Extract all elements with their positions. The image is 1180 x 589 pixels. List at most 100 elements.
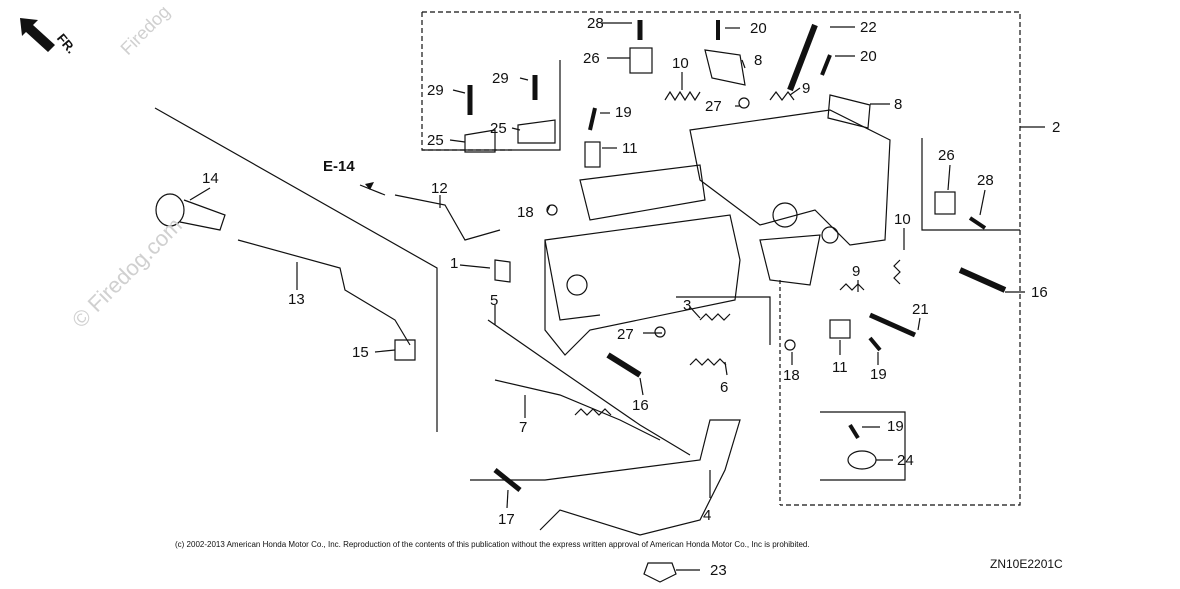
callout-18[interactable]: 18	[517, 204, 534, 221]
frame-3	[676, 296, 771, 345]
bracket-hole-1	[772, 202, 798, 228]
callout-29-right[interactable]: 29	[492, 70, 509, 87]
rod-12	[394, 194, 501, 241]
leader-17	[506, 489, 509, 509]
callout-27-lower[interactable]: 27	[617, 326, 634, 343]
callout-28[interactable]: 28	[587, 15, 604, 32]
leader-15	[374, 349, 396, 353]
callout-4[interactable]: 4	[703, 507, 712, 524]
spring-10-top	[664, 90, 701, 102]
screw-19-lower	[868, 336, 882, 352]
bolt-16	[606, 352, 642, 378]
callout-15[interactable]: 15	[352, 344, 369, 361]
screw-20-right	[820, 54, 832, 76]
lever-4	[470, 419, 741, 536]
callout-23[interactable]: 23	[710, 562, 727, 579]
diagram-code: ZN10E2201C	[990, 557, 1063, 571]
callout-9-top[interactable]: 9	[802, 80, 811, 97]
callout-10-top[interactable]: 10	[672, 55, 689, 72]
clip-8-right	[827, 94, 871, 129]
knob-shaft	[179, 199, 226, 231]
screw-19-box	[848, 423, 860, 440]
spring-6	[689, 358, 727, 366]
callout-18-lower[interactable]: 18	[783, 367, 800, 384]
washer-18-lower	[784, 339, 796, 351]
leader-3	[689, 306, 701, 319]
callout-13[interactable]: 13	[288, 291, 305, 308]
callout-21[interactable]: 21	[912, 301, 929, 318]
callout-26[interactable]: 26	[583, 50, 600, 67]
callout-16-right[interactable]: 16	[1031, 284, 1048, 301]
panel-hole	[566, 274, 588, 296]
spring-10	[893, 259, 901, 285]
leader-29-right	[519, 77, 529, 81]
callout-14[interactable]: 14	[202, 170, 219, 187]
callout-27[interactable]: 27	[705, 98, 722, 115]
nut-23	[643, 562, 677, 583]
callout-19[interactable]: 19	[615, 104, 632, 121]
leader-25-left	[449, 139, 466, 143]
callout-9-right[interactable]: 9	[852, 263, 861, 280]
leader-16	[639, 377, 644, 396]
collar-26	[629, 47, 653, 74]
callout-22[interactable]: 22	[860, 19, 877, 36]
copyright-notice: (c) 2002-2013 American Honda Motor Co., …	[175, 540, 810, 549]
callout-20[interactable]: 20	[750, 20, 767, 37]
washer-27-lower	[654, 326, 666, 338]
throttle-bracket	[689, 109, 891, 246]
lower-plate	[759, 234, 821, 286]
callout-25-left[interactable]: 25	[427, 132, 444, 149]
bolt-16-right	[958, 267, 1007, 293]
callout-2[interactable]: 2	[1052, 119, 1061, 136]
callout-5[interactable]: 5	[490, 292, 499, 309]
callout-6[interactable]: 6	[720, 379, 729, 396]
callout-26-right[interactable]: 26	[938, 147, 955, 164]
callout-11-lower[interactable]: 11	[832, 359, 848, 376]
spring-3	[699, 313, 731, 321]
spring-9	[839, 283, 865, 291]
callout-3[interactable]: 3	[683, 297, 692, 314]
bolt-28-right	[968, 216, 987, 230]
collar-11	[584, 141, 601, 168]
leader-8	[741, 59, 746, 69]
leader-29-left	[452, 89, 466, 94]
callout-10-right[interactable]: 10	[894, 211, 911, 228]
callout-25-right[interactable]: 25	[490, 120, 507, 137]
callout-11[interactable]: 11	[622, 140, 638, 157]
e14-arrow-icon	[365, 182, 374, 190]
callout-19-lower[interactable]: 19	[870, 366, 887, 383]
collar-26-right	[934, 191, 956, 215]
spring-9-top	[769, 91, 795, 101]
callout-29-left[interactable]: 29	[427, 82, 444, 99]
subframe-26	[921, 138, 1020, 231]
bracket-hole-2	[821, 226, 839, 244]
spring-7-wire	[494, 379, 661, 441]
callout-16[interactable]: 16	[632, 397, 649, 414]
callout-20-right[interactable]: 20	[860, 48, 877, 65]
leader-26-right	[947, 164, 951, 191]
diagram-lines	[154, 11, 1045, 583]
callout-28-right[interactable]: 28	[977, 172, 994, 189]
callout-17[interactable]: 17	[498, 511, 515, 528]
reference-label: E-14	[323, 158, 355, 175]
clamp-1	[494, 259, 511, 283]
callout-19-box[interactable]: 19	[887, 418, 904, 435]
collar-11-lower	[829, 319, 851, 339]
callout-1[interactable]: 1	[450, 255, 459, 272]
callout-8-top[interactable]: 8	[754, 52, 763, 69]
callout-24[interactable]: 24	[897, 452, 914, 469]
washer-18	[546, 204, 558, 216]
leader-21	[917, 317, 921, 331]
callout-12[interactable]: 12	[431, 180, 448, 197]
callout-8-right[interactable]: 8	[894, 96, 903, 113]
bolt-21	[868, 312, 917, 338]
screw-19	[588, 107, 597, 131]
knob-14	[155, 193, 185, 227]
control-panel	[544, 214, 741, 356]
clamp-15	[394, 339, 416, 361]
subframe-24	[820, 411, 906, 481]
leader-25-right	[511, 127, 521, 131]
callout-7[interactable]: 7	[519, 419, 528, 436]
